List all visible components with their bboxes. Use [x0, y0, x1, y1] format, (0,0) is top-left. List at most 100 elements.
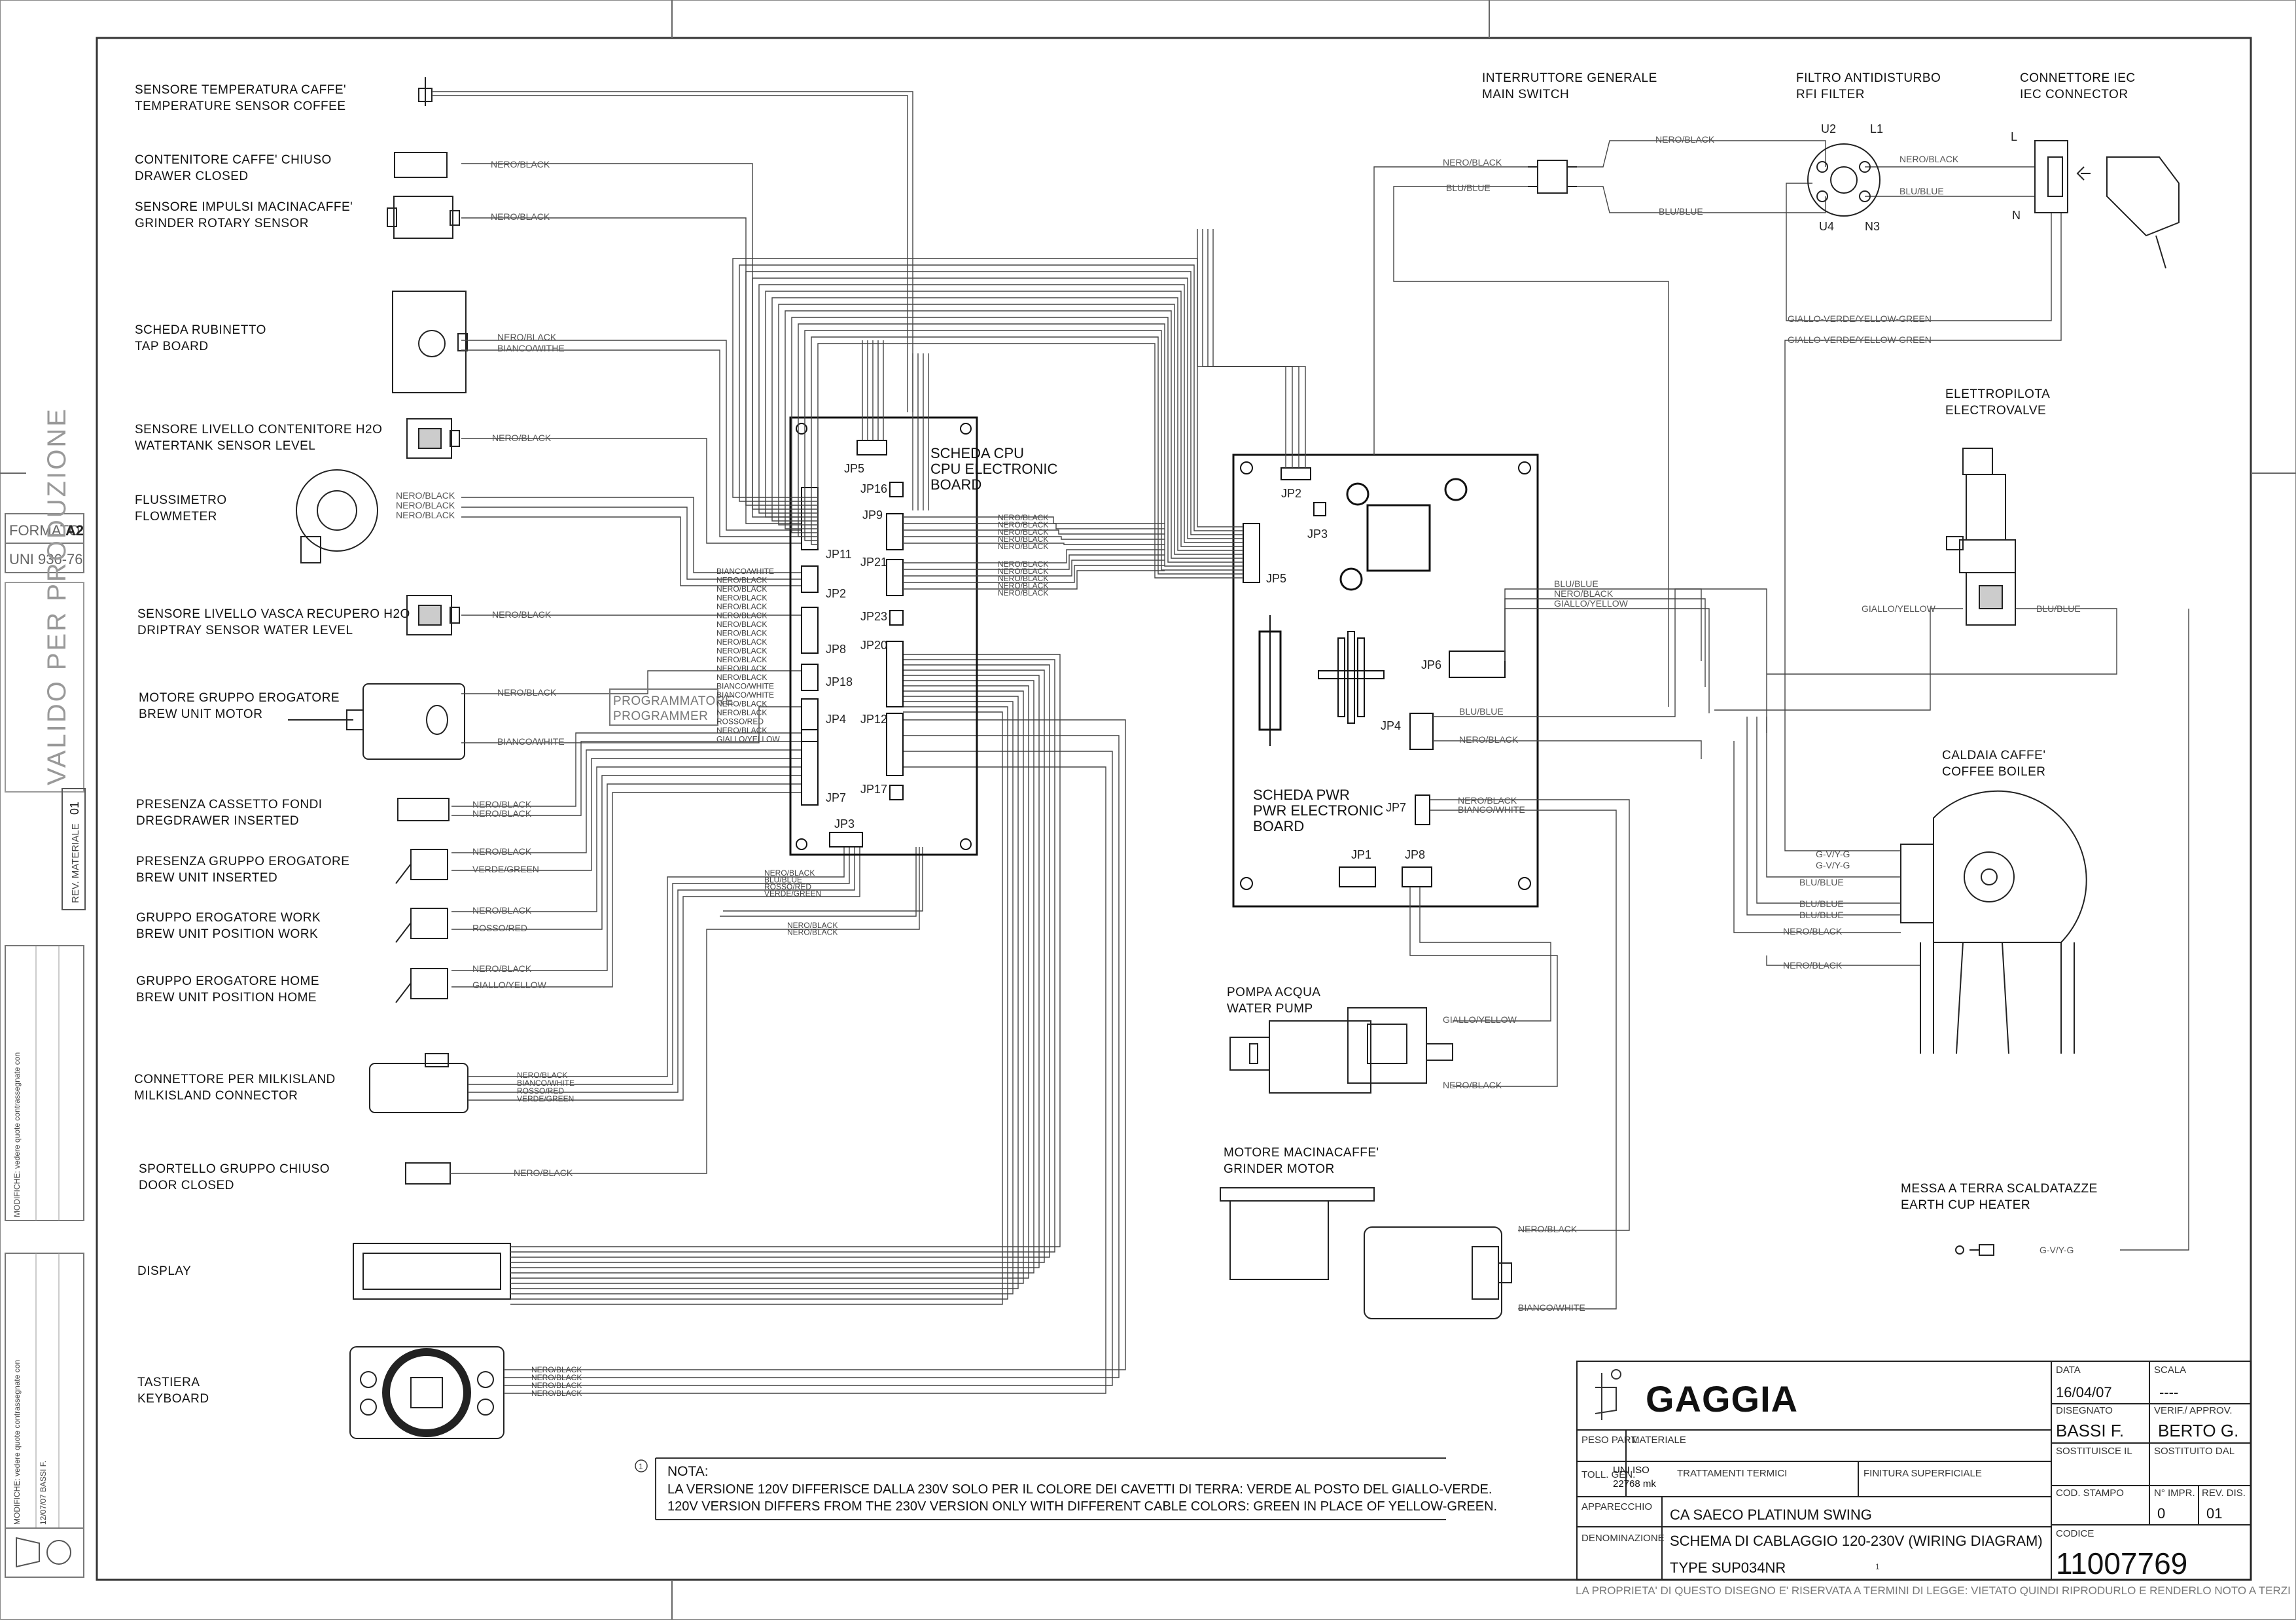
cpu-board-title-3: BOARD [930, 476, 981, 493]
driptray-sensor-label: SENSORE LIVELLO VASCA RECUPERO H2O [137, 607, 410, 621]
pwr-jp2-wire [1197, 229, 1286, 468]
wire-label: BLU/BLUE [1899, 186, 1944, 196]
left-component-labels: SENSORE TEMPERATURA CAFFE' TEMPERATURE S… [134, 83, 410, 1406]
main-switch-label-en: MAIN SWITCH [1482, 88, 1569, 101]
rfi-filter-label-en: RFI FILTER [1796, 88, 1865, 101]
watertank-sensor-label-en: WATERTANK SENSOR LEVEL [135, 439, 315, 453]
wire-label: NERO/BLACK [716, 647, 767, 656]
cpu-right-wire [903, 554, 1165, 570]
wire-label: BLU/BLUE [1799, 877, 1844, 887]
tb-sostituito-label: SOSTITUITO DAL [2154, 1446, 2234, 1457]
tb-cod-stampo-label: COD. STAMPO [2056, 1488, 2124, 1499]
wire-label: NERO/BLACK [764, 868, 815, 878]
pwr-connector-jp2 [1280, 467, 1311, 480]
wire-label: BIANCO/WHITE [517, 1079, 574, 1088]
driptray-sensor-icon [406, 595, 460, 635]
cpu-pwr-bundle [771, 297, 1243, 551]
jp-label: JP23 [860, 610, 887, 623]
pwr-jp6-wire [1504, 608, 1710, 713]
cup-heater-label: MESSA A TERRA SCALDATAZZE [1901, 1182, 2098, 1196]
coffee-boiler-label: CALDAIA CAFFE' [1942, 749, 2045, 762]
wire-label: NERO/BLACK [492, 433, 552, 443]
left-component-symbols [288, 77, 511, 1439]
iec-connector-icon [2034, 140, 2180, 269]
pwr-jp-label: JP2 [1281, 487, 1301, 500]
wire-label: G-V/Y-G [1816, 849, 1850, 859]
tb-scala-label: SCALA [2154, 1364, 2186, 1376]
wire-label: NERO/BLACK [716, 664, 767, 673]
left-strip: FORMATO A2 UNI 936-76 VALIDO PER PRODUZI… [5, 407, 86, 1578]
pwr-jp7-wire [1430, 810, 1617, 1310]
wire-label: NERO/BLACK [1458, 795, 1517, 806]
tb-finitura-label: FINITURA SUPERFICIALE [1863, 1468, 1982, 1479]
pwr-jp7-wire [1430, 799, 1630, 1231]
tb-rev-dis-label: REV. DIS. [2202, 1488, 2246, 1499]
wire-label: NERO/BLACK [517, 1071, 567, 1080]
wire-label: NERO/BLACK [497, 687, 557, 698]
cpu-right-wire [903, 565, 1165, 583]
wire-label: NERO/BLACK [716, 611, 767, 620]
wire-label: NERO/BLACK [998, 560, 1048, 569]
tb-sostituisce-label: SOSTITUISCE IL [2056, 1446, 2132, 1457]
connector-jp7 [801, 729, 819, 806]
pwr-jp-label: JP3 [1307, 527, 1328, 541]
jp-label: JP17 [860, 783, 887, 796]
tb-type-value: TYPE SUP034NR [1670, 1560, 1786, 1576]
wire-label: NERO/BLACK [716, 655, 767, 664]
milkisland-label-en: MILKISLAND CONNECTOR [134, 1089, 298, 1103]
drawer-closed-label: CONTENITORE CAFFE' CHIUSO [135, 153, 332, 167]
display-ribbon [510, 685, 1029, 1279]
earth-wire-label: GIALLO-VERDE/YELLOW-GREEN [1788, 313, 1932, 324]
production-stamp: VALIDO PER PRODUZIONE [43, 407, 71, 785]
connector-jp2 [801, 565, 819, 593]
wire-label: NERO/BLACK [716, 602, 767, 611]
pwr-connector-jp3 [1313, 502, 1326, 516]
milkisland-wire [468, 847, 860, 1101]
electrovalve-label: ELETTROPILOTA [1945, 387, 2050, 401]
wire-label: VERDE/GREEN [517, 1094, 574, 1103]
pwr-jp2-wire [1207, 229, 1299, 468]
tb-disegnato-label: DISEGNATO [2056, 1405, 2113, 1416]
cpu-right-wire [903, 523, 1165, 529]
dregdrawer-switch-icon [397, 798, 450, 821]
electrovalve-label-en: ELECTROVALVE [1945, 404, 2046, 418]
uni-label: UNI 936-76 [9, 551, 83, 567]
title-block [1576, 1361, 2252, 1580]
modifications-date: 12/07/07 BASSI F. [39, 1461, 48, 1525]
display-ribbon [510, 706, 1008, 1300]
door-closed-label: SPORTELLO GRUPPO CHIUSO [139, 1162, 330, 1176]
wire-label: NERO/BLACK [716, 700, 767, 709]
brew-unit-home-label-en: BREW UNIT POSITION HOME [136, 991, 317, 1005]
wire-label: NERO/BLACK [492, 609, 552, 620]
iec-connector-label-en: IEC CONNECTOR [2020, 88, 2128, 101]
valve-wire [1714, 608, 1963, 711]
display-ribbon [510, 680, 1034, 1274]
rfi-pin-label: U2 [1821, 122, 1836, 135]
rfi-pin-label: N3 [1865, 220, 1880, 233]
pwr-jp-label: JP7 [1386, 801, 1406, 814]
tb-materiale-label: MATERIALE [1631, 1435, 1686, 1446]
wire-label: GIALLO/YELLOW [1554, 598, 1629, 609]
wire-label: NERO/BLACK [1443, 157, 1502, 168]
cpu-pwr-bundle [817, 343, 1243, 579]
wire-label: BLU/BLUE [1459, 706, 1504, 717]
wire-label: ROSSO/RED [472, 923, 527, 933]
tb-peso-label: PESO PART. [1581, 1435, 1638, 1446]
switch-wire [451, 783, 802, 971]
wire-label: NERO/BLACK [472, 846, 532, 857]
note-marker-icon [635, 1459, 648, 1472]
pwr-connector-jp7 [1415, 794, 1430, 825]
cpu-pwr-bundle [752, 277, 1243, 539]
display-ribbon [510, 690, 1024, 1284]
jp-label: JP9 [862, 508, 883, 522]
rev-material-value: 01 [68, 802, 81, 815]
connector-jp4 [801, 698, 819, 742]
pwr-board: JP2 JP3 JP5 JP6 JP4 JP7 JP1 JP8 SCHEDA P… [1232, 454, 1539, 908]
wire-label: BLU/BLUE [1799, 910, 1844, 920]
temperature-probe-icon [418, 77, 433, 106]
brew-unit-motor-label-en: BREW UNIT MOTOR [139, 707, 262, 721]
cpu-pwr-bundle [804, 330, 1243, 571]
tb-verif-value: BERTO G. [2158, 1421, 2238, 1440]
cpu-pwr-bundle [798, 323, 1243, 567]
